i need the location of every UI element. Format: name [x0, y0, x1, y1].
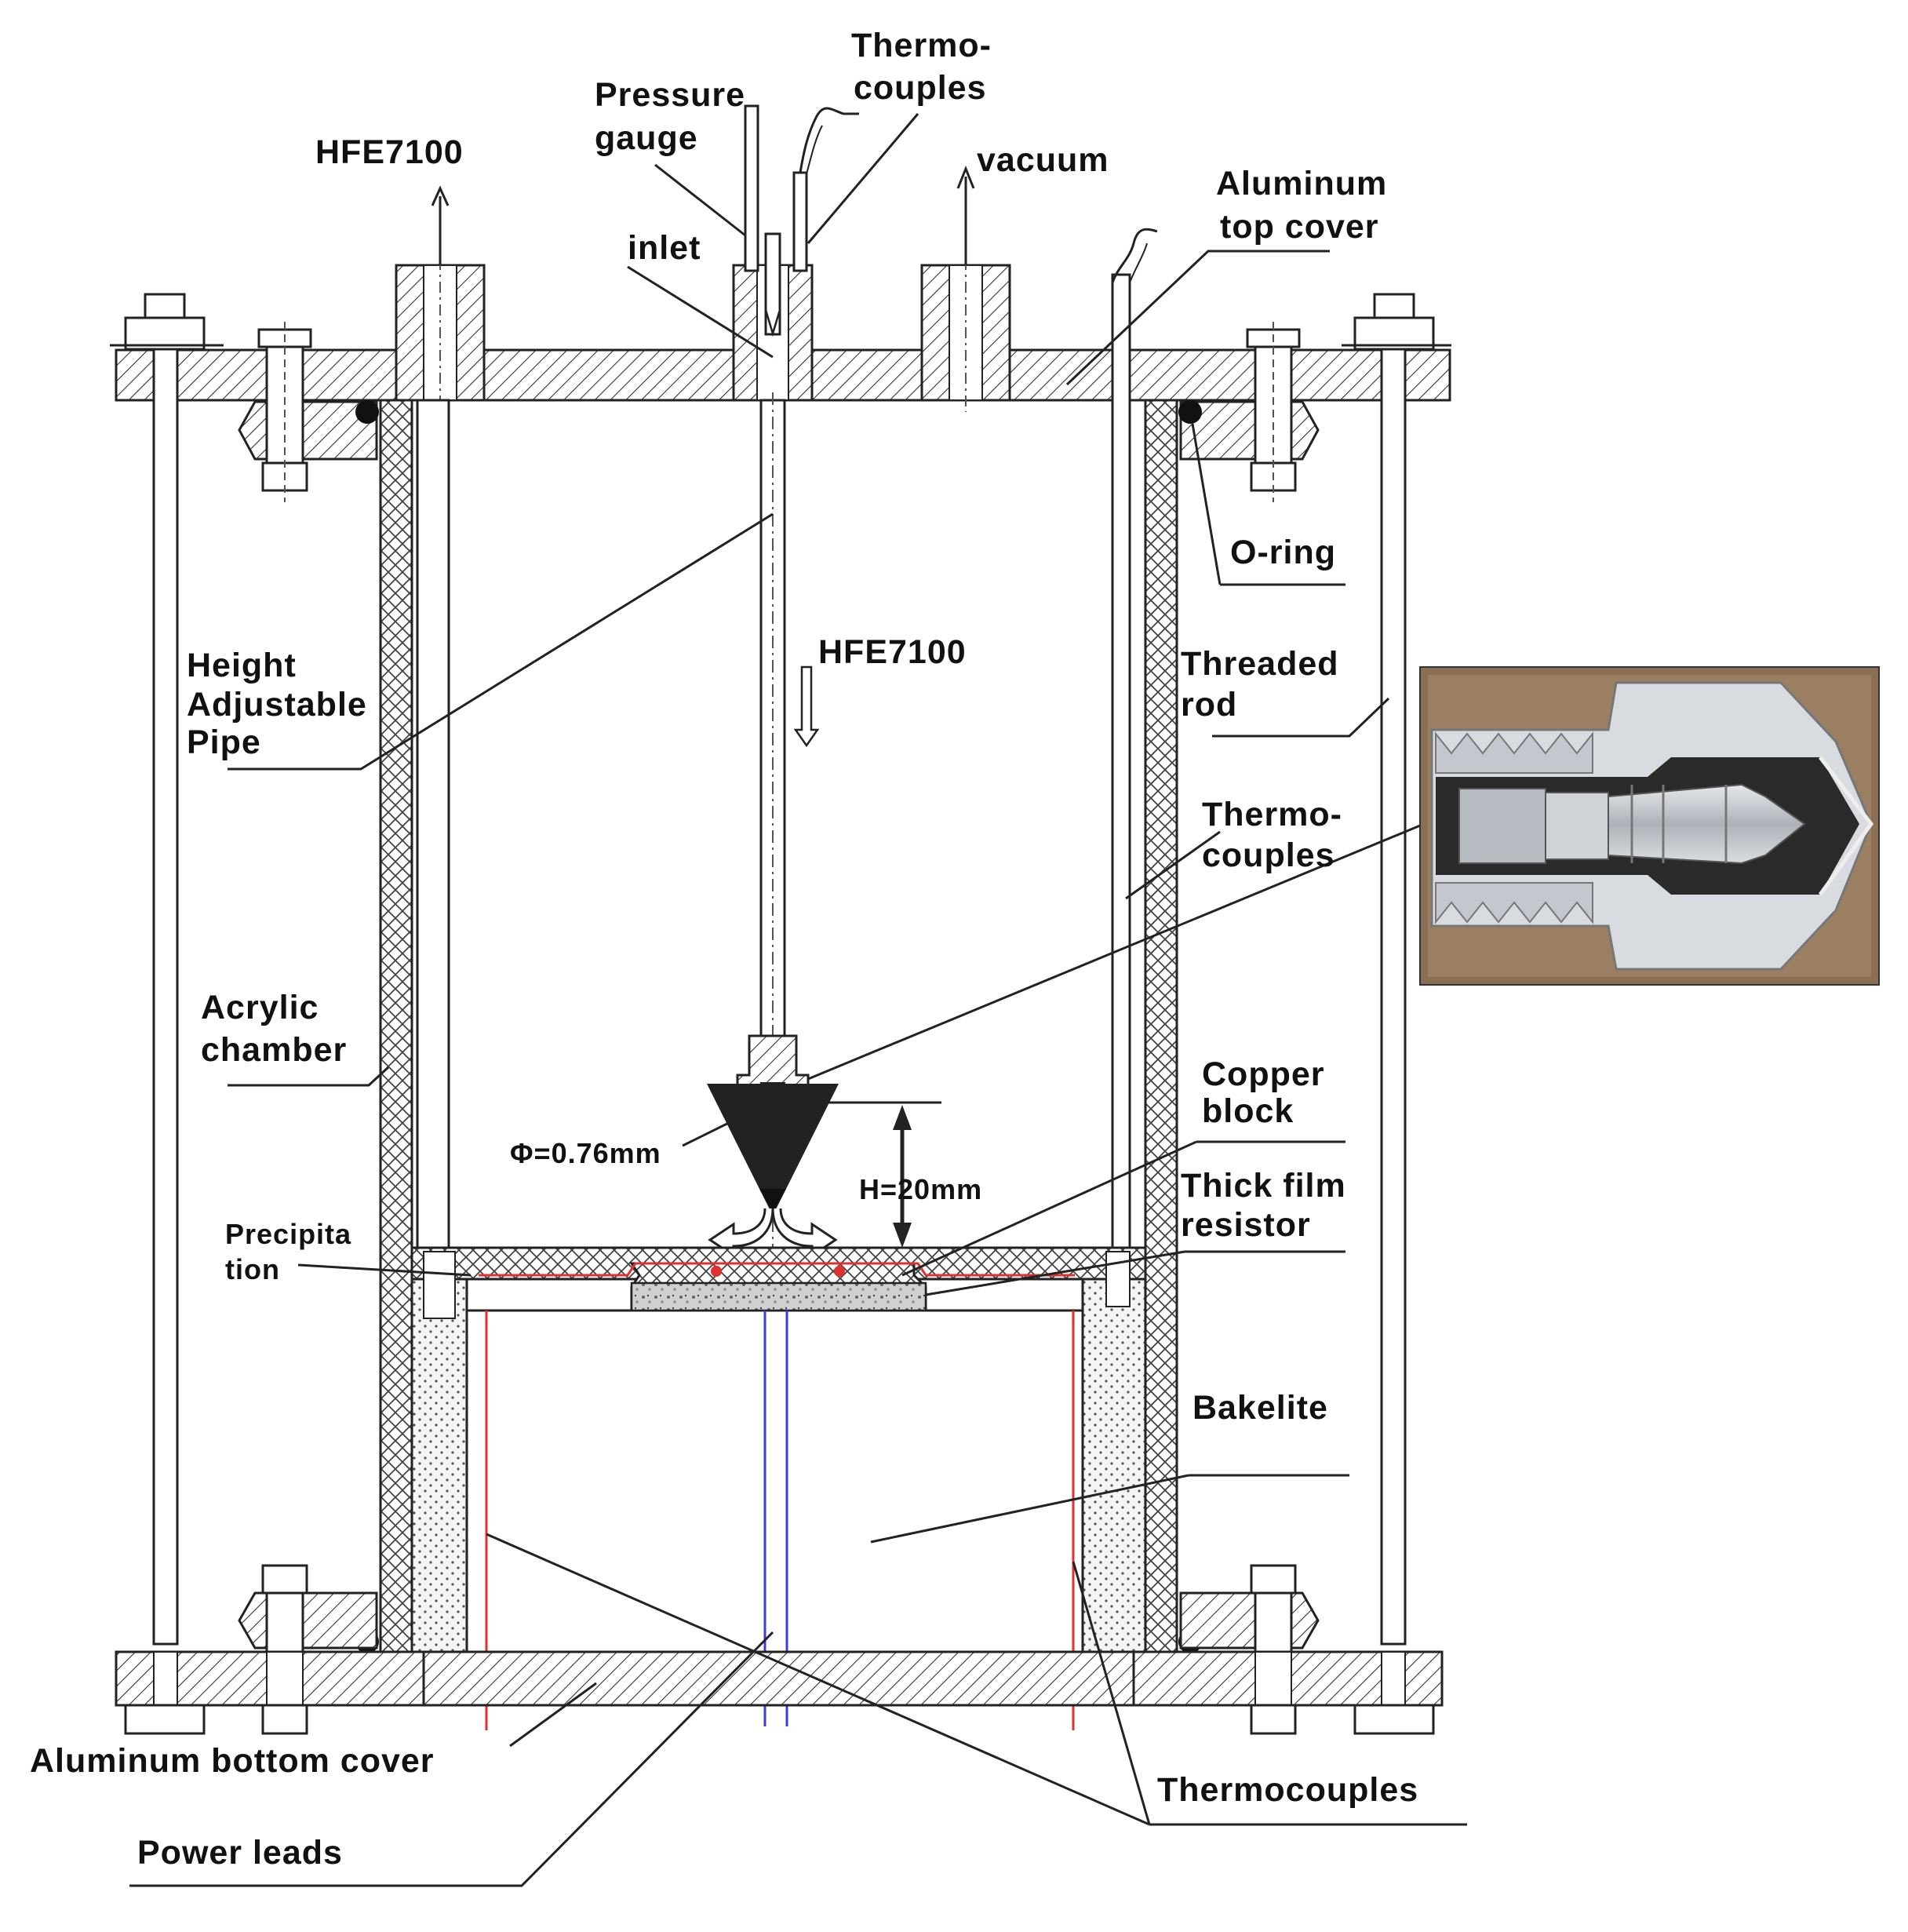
label-thermocouples-top-1: Thermo-: [851, 27, 992, 64]
upper-clamp-left: [238, 322, 378, 502]
label-pressure-gauge-2: gauge: [595, 119, 698, 157]
top-bolt-right: [1342, 293, 1451, 351]
hfe-outlet-arrow: [431, 185, 450, 265]
label-power-leads: Power leads: [137, 1834, 343, 1872]
label-pressure-gauge-1: Pressure: [595, 76, 745, 114]
thick-film-resistor: [630, 1281, 927, 1312]
label-thermocouples-right-2: couples: [1202, 837, 1335, 874]
label-threaded-rod-1: Threaded: [1181, 645, 1339, 683]
label-thermocouples-top-2: couples: [854, 69, 987, 107]
thermocouple-tube-top: [792, 107, 859, 272]
label-thick-film-resistor-2: resistor: [1181, 1206, 1311, 1244]
aluminum-bottom-cover: [115, 1650, 1444, 1735]
vacuum-arrow: [956, 165, 975, 265]
pressure-gauge-tube: [744, 104, 759, 272]
inlet-tube-arrow: [764, 232, 781, 337]
label-precipitation-1: Precipita: [225, 1218, 351, 1250]
label-aluminum-top-cover-2: top cover: [1220, 208, 1379, 246]
threaded-rod-left: [152, 348, 179, 1646]
jet-arrowhead: [759, 1189, 786, 1212]
hfe-outlet-fitting: [395, 259, 486, 408]
threaded-rod-right: [1380, 348, 1407, 1646]
nozzle-cutaway-photo: [1419, 666, 1880, 986]
label-height-adjustable-pipe-1: Height: [187, 647, 297, 684]
label-o-ring: O-ring: [1230, 534, 1336, 571]
bakelite-block: [410, 1246, 1147, 1653]
label-height-adjustable-pipe-2: Adjustable: [187, 686, 367, 724]
upper-clamp-right: [1179, 322, 1320, 502]
label-bakelite: Bakelite: [1192, 1389, 1328, 1427]
hfe-flow-arrow: [793, 665, 820, 748]
label-thick-film-resistor-1: Thick film: [1181, 1167, 1346, 1205]
label-thermocouples-right-1: Thermo-: [1202, 796, 1342, 833]
acrylic-chamber: [379, 399, 1178, 1653]
label-hfe-outlet: HFE7100: [315, 133, 464, 171]
leader-lines: [129, 113, 1467, 1887]
label-aluminum-bottom-cover: Aluminum bottom cover: [30, 1742, 435, 1780]
o-ring-top-left: [355, 400, 379, 424]
label-acrylic-chamber-1: Acrylic: [201, 989, 319, 1026]
label-height-adjustable-pipe-3: Pipe: [187, 724, 261, 761]
label-hfe-inner: HFE7100: [818, 633, 967, 671]
top-bolt-left: [110, 293, 224, 351]
height-adjustable-pipe-right: [1111, 273, 1131, 1304]
o-ring-top-right: [1178, 400, 1202, 424]
vacuum-fitting: [920, 259, 1011, 412]
label-inlet: inlet: [628, 229, 701, 267]
label-threaded-rod-2: rod: [1181, 686, 1237, 724]
label-copper-block-1: Copper: [1202, 1055, 1325, 1093]
label-nozzle-diameter: Φ=0.76mm: [510, 1137, 661, 1169]
label-precipitation-2: tion: [225, 1253, 280, 1285]
label-thermocouples-bottom: Thermocouples: [1157, 1771, 1418, 1809]
thermocouple-tube-right: [1111, 228, 1158, 283]
label-acrylic-chamber-2: chamber: [201, 1031, 347, 1069]
label-copper-block-2: block: [1202, 1092, 1294, 1130]
thermocouple-junctions: [479, 1262, 1075, 1277]
label-jet-height: H=20mm: [859, 1173, 982, 1205]
label-aluminum-top-cover-1: Aluminum: [1216, 165, 1387, 202]
height-adjustable-pipe-left: [416, 399, 450, 1261]
label-vacuum: vacuum: [977, 141, 1109, 179]
